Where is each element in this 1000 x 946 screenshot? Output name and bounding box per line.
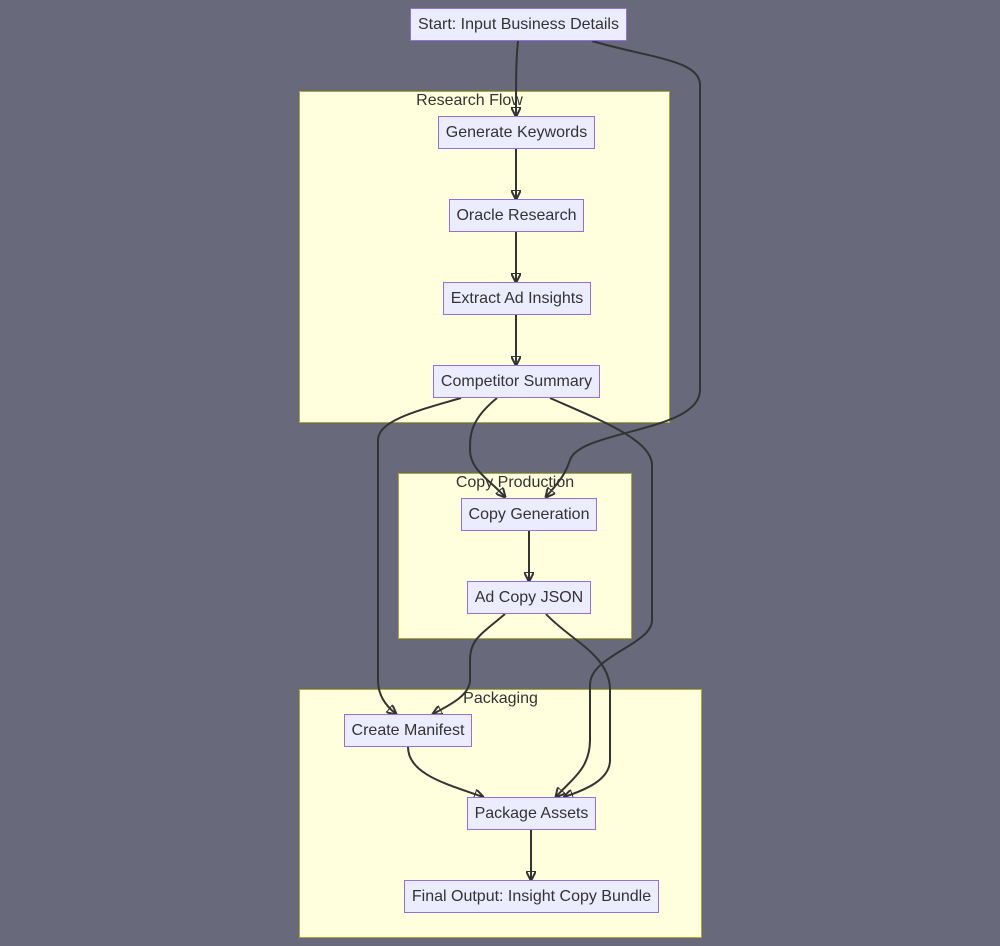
- node-competitor-summary[interactable]: Competitor Summary: [433, 365, 600, 398]
- node-start[interactable]: Start: Input Business Details: [410, 8, 627, 41]
- node-extract-ad-insights[interactable]: Extract Ad Insights: [443, 282, 591, 315]
- cluster-label-packaging: Packaging: [463, 690, 538, 707]
- node-create-manifest[interactable]: Create Manifest: [344, 714, 472, 747]
- node-package-assets[interactable]: Package Assets: [467, 797, 596, 830]
- node-generate-keywords[interactable]: Generate Keywords: [438, 116, 595, 149]
- node-oracle-research[interactable]: Oracle Research: [449, 199, 584, 232]
- node-final-output[interactable]: Final Output: Insight Copy Bundle: [404, 880, 659, 913]
- node-ad-copy-json[interactable]: Ad Copy JSON: [467, 581, 591, 614]
- node-copy-generation[interactable]: Copy Generation: [461, 498, 597, 531]
- cluster-label-research-flow: Research Flow: [416, 92, 523, 109]
- cluster-label-copy-production: Copy Production: [455, 474, 575, 491]
